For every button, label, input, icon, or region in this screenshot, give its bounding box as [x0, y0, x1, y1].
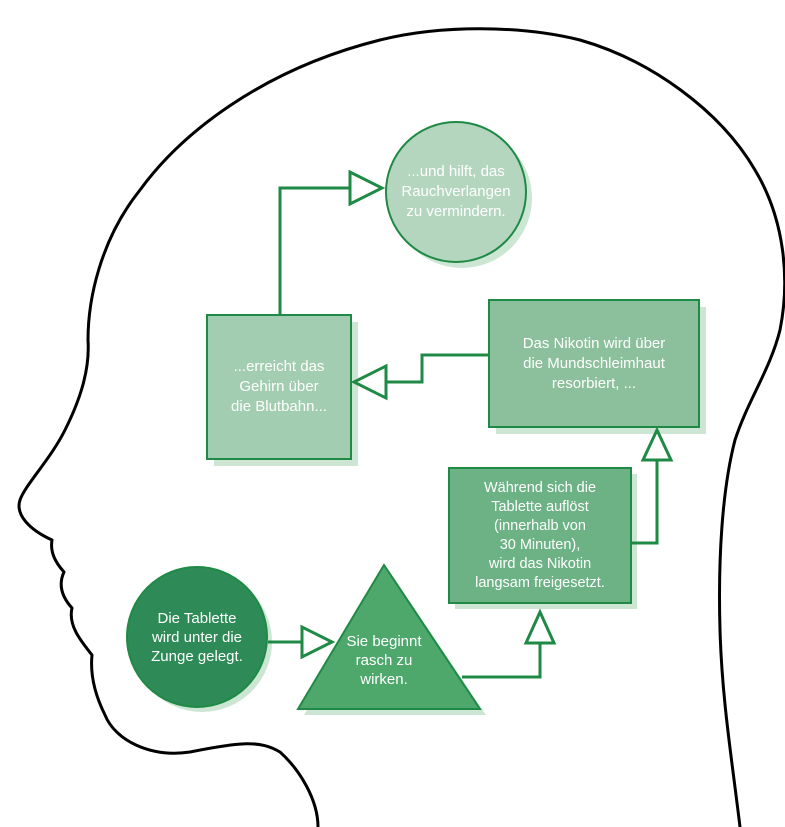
- absorb-node-text: Das Nikotin wird über die Mundschleimhau…: [489, 300, 699, 427]
- absorb-line-1: Das Nikotin wird über: [522, 334, 666, 352]
- triangle-node: [296, 563, 482, 710]
- connector-absorb-to-brain: [386, 353, 488, 384]
- dissolve-line-3: (innerhalb von: [494, 517, 586, 534]
- absorb-line-3: resorbiert, ...: [551, 374, 637, 392]
- dissolve-line-2: Tablette auflöst: [491, 498, 589, 515]
- arrowhead-into-craving: [348, 169, 386, 207]
- dissolve-node-text: Während sich die Tablette auflöst (inner…: [449, 468, 631, 603]
- start-line-2: wird unter die: [151, 628, 243, 646]
- brain-line-3: die Blutbahn...: [231, 398, 327, 415]
- arrowhead-into-brain: [350, 363, 388, 401]
- dissolve-line-6: langsam freigesetzt.: [475, 574, 605, 591]
- dissolve-box-node: [448, 467, 632, 604]
- craving-line-1: ...und hilft, das: [407, 163, 505, 180]
- connector-triangle-to-dissolve: [462, 643, 542, 679]
- start-node-text: Die Tablette wird unter die Zunge gelegt…: [127, 567, 267, 707]
- triangle-node-text: Sie beginnt rasch zu wirken.: [322, 625, 446, 695]
- start-circle-node: [126, 566, 268, 708]
- dissolve-line-5: wird das Nikotin: [488, 555, 592, 572]
- connector-brain-to-craving: [278, 186, 350, 315]
- craving-node-text: ...und hilft, das Rauchverlangen zu verm…: [386, 122, 526, 262]
- brain-node-text: ...erreicht das Gehirn über die Blutbahn…: [207, 315, 351, 459]
- start-line-3: Zunge gelegt.: [151, 647, 243, 665]
- craving-line-2: Rauchverlangen: [401, 183, 511, 200]
- dissolve-line-4: 30 Minuten),: [499, 536, 581, 553]
- triangle-line-2: rasch zu: [355, 651, 413, 669]
- arrowhead-into-absorb: [640, 426, 674, 462]
- absorb-box-node: [488, 299, 700, 428]
- triangle-line-3: wirken.: [360, 670, 408, 688]
- arrowhead-into-dissolve: [523, 608, 557, 645]
- brain-line-1: ...erreicht das: [233, 358, 325, 375]
- triangle-line-1: Sie beginnt: [346, 632, 422, 650]
- absorb-line-2: die Mundschleimhaut: [523, 354, 665, 372]
- craving-line-3: zu vermindern.: [406, 203, 506, 220]
- dissolve-line-1: Während sich die: [483, 479, 597, 496]
- arrowheads: [300, 169, 674, 660]
- brain-line-2: Gehirn über: [239, 378, 319, 395]
- craving-circle-node: [385, 121, 527, 263]
- start-line-1: Die Tablette: [157, 609, 237, 627]
- brain-box-node: [206, 314, 352, 460]
- connectors: [268, 186, 659, 679]
- connector-dissolve-to-absorb: [627, 460, 659, 545]
- arrowhead-into-triangle: [300, 624, 336, 660]
- head-silhouette-outline: [17, 27, 785, 827]
